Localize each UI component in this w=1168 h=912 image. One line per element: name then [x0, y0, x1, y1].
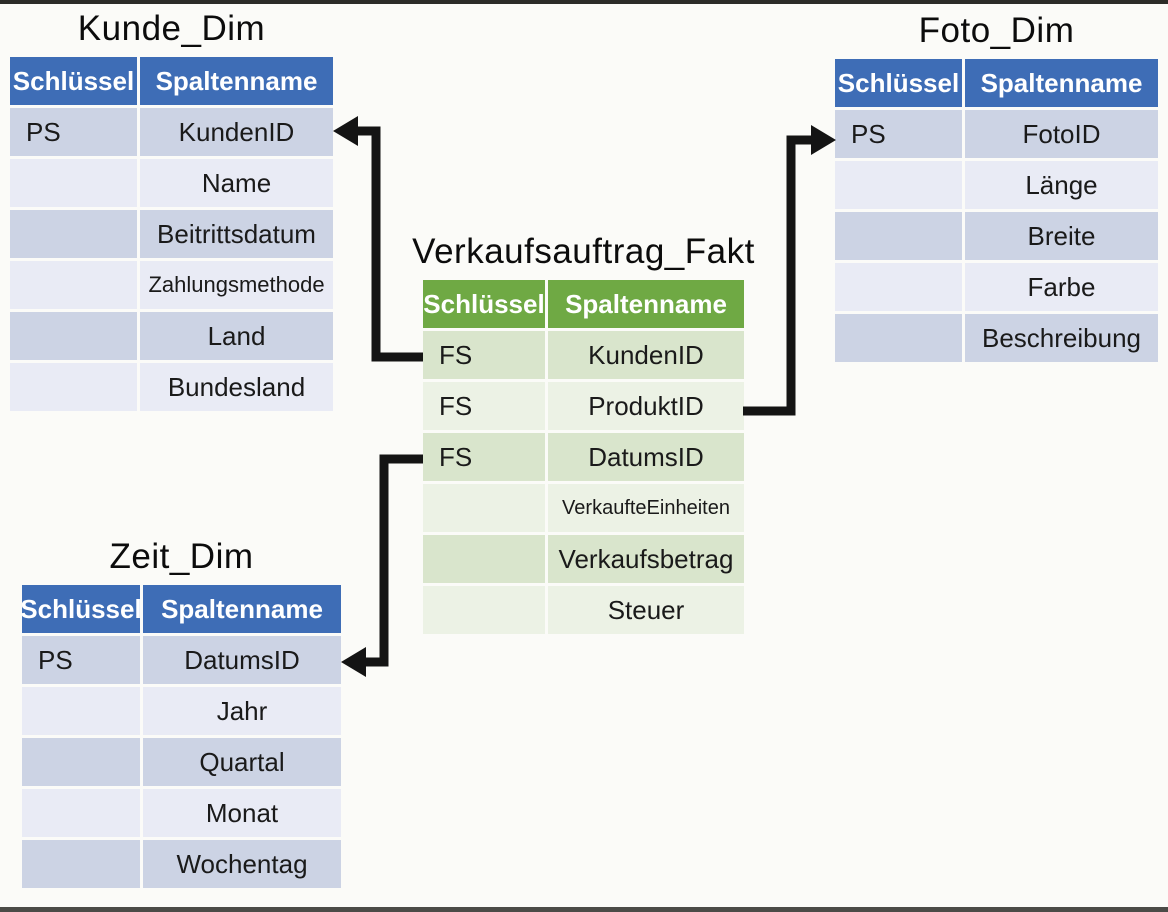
column-cell: Bundesland: [140, 363, 333, 411]
key-cell: [22, 738, 140, 786]
key-cell: [835, 314, 962, 362]
key-cell: [22, 789, 140, 837]
column-cell: Verkaufsbetrag: [548, 535, 744, 583]
column-cell: Jahr: [143, 687, 341, 735]
header-schluessel: Schlüssel: [835, 59, 962, 107]
column-cell: Name: [140, 159, 333, 207]
column-cell: KundenID: [548, 331, 744, 379]
column-cell: Land: [140, 312, 333, 360]
table-title: Kunde_Dim: [77, 9, 266, 48]
column-cell: FotoID: [965, 110, 1158, 158]
column-cell: Monat: [143, 789, 341, 837]
key-cell: [423, 586, 545, 634]
table-title: Foto_Dim: [918, 11, 1075, 50]
top-frame-bar: [0, 0, 1168, 4]
key-cell: FS: [423, 433, 545, 481]
arrow-fact-to-foto: [743, 125, 836, 416]
key-cell: [10, 210, 137, 258]
header-spaltenname: Spaltenname: [548, 280, 744, 328]
key-cell: FS: [423, 382, 545, 430]
key-cell: [10, 363, 137, 411]
key-cell: [10, 159, 137, 207]
column-cell: Quartal: [143, 738, 341, 786]
key-cell: [423, 484, 545, 532]
column-cell: ProduktID: [548, 382, 744, 430]
arrow-fact-to-zeit: [341, 454, 423, 677]
key-cell: [22, 840, 140, 888]
column-cell: DatumsID: [548, 433, 744, 481]
key-cell: [10, 312, 137, 360]
key-cell: [22, 687, 140, 735]
key-cell: PS: [22, 636, 140, 684]
bottom-frame-bar: [0, 907, 1168, 912]
column-cell: Beitrittsdatum: [140, 210, 333, 258]
column-cell: DatumsID: [143, 636, 341, 684]
arrow-fact-to-kunde: [333, 116, 423, 362]
column-cell: VerkaufteEinheiten: [548, 484, 744, 532]
key-cell: [835, 212, 962, 260]
header-schluessel: Schlüssel: [423, 280, 545, 328]
column-cell: Länge: [965, 161, 1158, 209]
key-cell: PS: [10, 108, 137, 156]
column-cell: KundenID: [140, 108, 333, 156]
key-cell: [423, 535, 545, 583]
column-cell: Beschreibung: [965, 314, 1158, 362]
key-cell: FS: [423, 331, 545, 379]
key-cell: [10, 261, 137, 309]
table-title: Zeit_Dim: [109, 537, 254, 576]
header-spaltenname: Spaltenname: [140, 57, 333, 105]
column-cell: Zahlungsmethode: [140, 261, 333, 309]
column-cell: Farbe: [965, 263, 1158, 311]
header-schluessel: Schlüssel: [10, 57, 137, 105]
header-schluessel: Schlüssel: [20, 585, 142, 633]
column-cell: Steuer: [548, 586, 744, 634]
key-cell: [835, 263, 962, 311]
column-cell: Breite: [965, 212, 1158, 260]
header-spaltenname: Spaltenname: [965, 59, 1158, 107]
key-cell: [835, 161, 962, 209]
key-cell: PS: [835, 110, 962, 158]
header-spaltenname: Spaltenname: [143, 585, 341, 633]
column-cell: Wochentag: [143, 840, 341, 888]
table-title: Verkaufsauftrag_Fakt: [412, 232, 755, 271]
